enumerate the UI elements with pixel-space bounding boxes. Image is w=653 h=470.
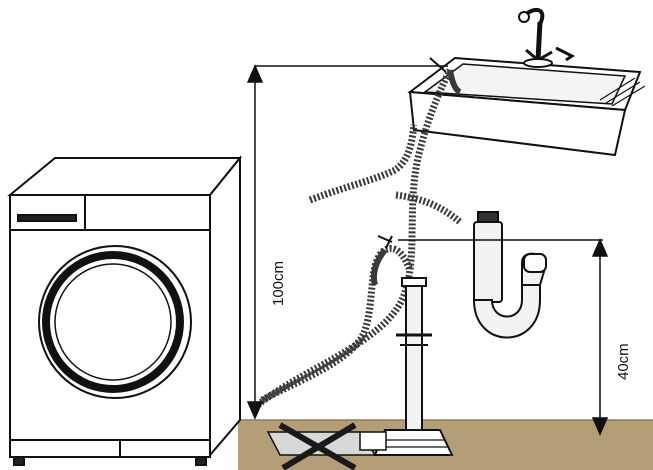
drain-hose-to-standpipe: [260, 191, 463, 404]
tap-icon: [518, 7, 575, 68]
sink-trap: [472, 211, 547, 339]
drain-hose-to-sink: [255, 57, 462, 408]
machine-door: [38, 245, 192, 399]
dimension-40cm: [398, 238, 609, 436]
sink: [407, 56, 646, 157]
dimension-100cm-label: 100cm: [270, 261, 287, 306]
dimension-100cm: [246, 64, 448, 420]
standpipe: [373, 277, 454, 456]
floor-drain-not-allowed: [266, 422, 387, 470]
dimension-40cm-label: 40cm: [615, 343, 632, 380]
